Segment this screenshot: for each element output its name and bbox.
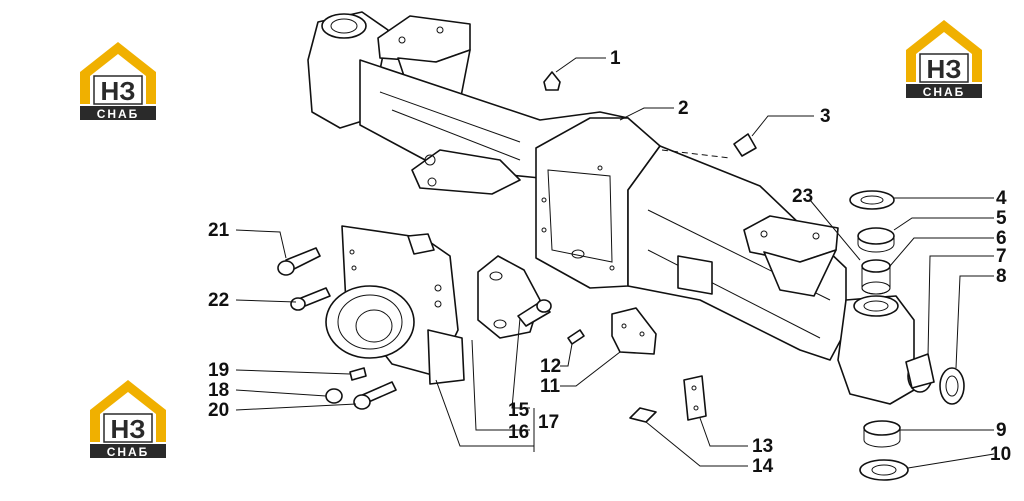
logo-caption: СНАБ xyxy=(107,445,150,459)
callout-16: 16 xyxy=(508,422,529,443)
callout-6: 6 xyxy=(996,228,1007,249)
callout-1: 1 xyxy=(610,48,621,69)
part-12-pin xyxy=(567,329,585,345)
part-6-bushing xyxy=(861,259,891,295)
logo-caption: СНАБ xyxy=(97,107,140,121)
logo-letters: НЗ xyxy=(100,76,135,106)
part-22-bolt xyxy=(290,287,331,311)
part-9-bushing xyxy=(863,420,901,448)
part-19-pin xyxy=(349,367,367,381)
callout-7: 7 xyxy=(996,246,1007,267)
callout-8: 8 xyxy=(996,266,1007,287)
callout-17: 17 xyxy=(538,412,559,433)
callout-2: 2 xyxy=(678,98,689,119)
leader-lines xyxy=(235,57,995,469)
callout-11: 11 xyxy=(540,376,561,397)
callout-12: 12 xyxy=(540,356,561,377)
callout-5: 5 xyxy=(996,208,1007,229)
part-21-bolt xyxy=(277,247,321,276)
callout-10: 10 xyxy=(990,444,1011,465)
callout-20: 20 xyxy=(208,400,229,421)
callout-9: 9 xyxy=(996,420,1007,441)
part-8-washer xyxy=(939,367,965,405)
logo-caption: СНАБ xyxy=(923,85,966,99)
logo-top-left: НЗ СНАБ xyxy=(80,42,156,121)
callout-21: 21 xyxy=(208,220,230,241)
callout-23: 23 xyxy=(792,186,813,207)
logo-letters: НЗ xyxy=(926,54,961,84)
callout-14: 14 xyxy=(752,456,774,477)
part-4-ring xyxy=(849,190,895,210)
part-18-nut xyxy=(325,388,343,404)
callout-15: 15 xyxy=(508,400,530,421)
callout-13: 13 xyxy=(752,436,773,457)
callout-19: 19 xyxy=(208,360,229,381)
final-drive-case xyxy=(325,225,541,385)
callout-4: 4 xyxy=(996,188,1007,209)
part-10-ring xyxy=(859,459,909,481)
part-15-bolt xyxy=(517,299,552,327)
logo-letters: НЗ xyxy=(110,414,145,444)
part-11-shim xyxy=(611,307,657,355)
part-3-plug xyxy=(733,133,757,157)
part-1-breather xyxy=(543,71,561,91)
callout-labels: 1 2 3 4 5 6 7 8 9 10 11 12 13 14 15 16 1… xyxy=(208,48,1011,477)
part-7-seal xyxy=(905,353,935,389)
part-20-bolt xyxy=(353,381,397,410)
part-14-bolt xyxy=(629,407,657,423)
callout-18: 18 xyxy=(208,380,229,401)
part-13-plate xyxy=(683,375,707,421)
callout-22: 22 xyxy=(208,290,229,311)
part-5-bearing xyxy=(857,227,895,253)
logo-top-right: НЗ СНАБ xyxy=(906,20,982,99)
callout-3: 3 xyxy=(820,106,831,127)
logo-bottom-left: НЗ СНАБ xyxy=(90,380,166,459)
